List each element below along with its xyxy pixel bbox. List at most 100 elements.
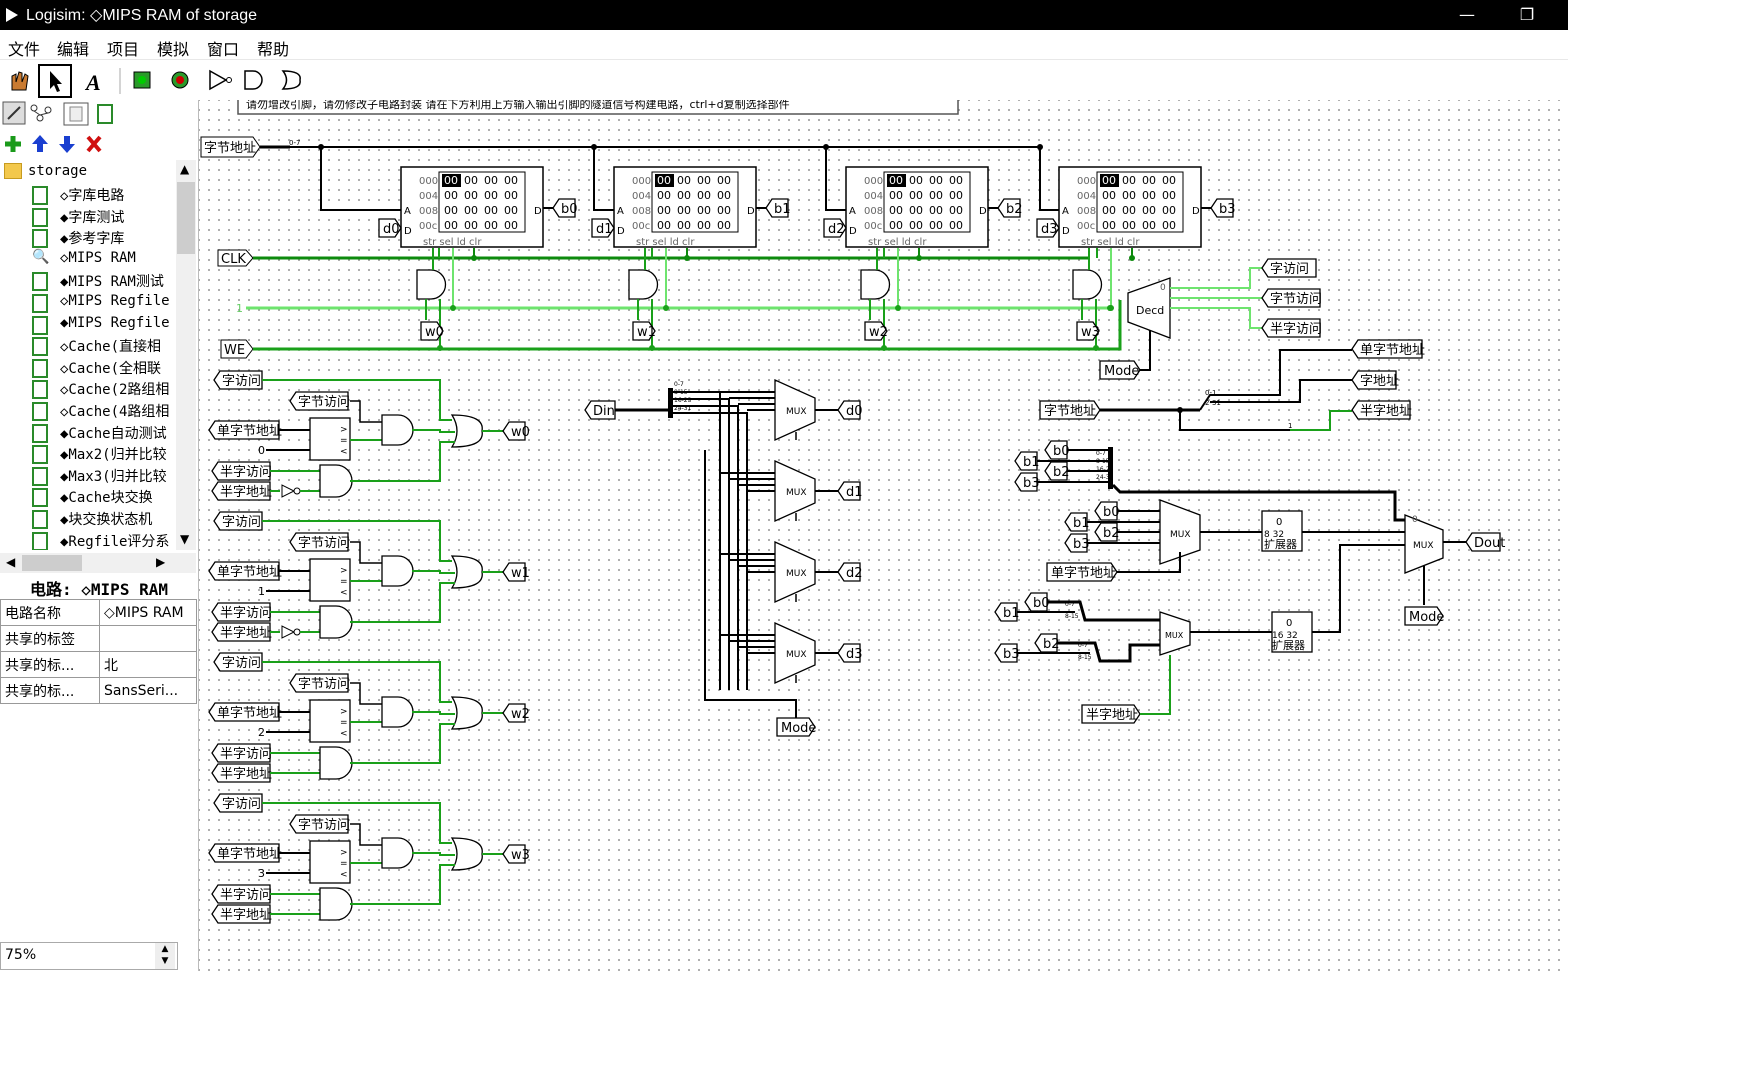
scroll-right-icon[interactable]: ▶ — [156, 555, 166, 569]
ram-port-dout: D — [979, 206, 987, 217]
property-value[interactable]: 北 — [99, 651, 197, 678]
scroll-up-icon[interactable]: ▲ — [180, 162, 190, 176]
tunnel-label: w2 — [869, 325, 888, 340]
simulation-tree-icon[interactable] — [30, 104, 52, 122]
property-value[interactable]: ◇MIPS RAM — [99, 599, 197, 626]
const-one: 1 — [236, 302, 243, 315]
ram-cell: 00 — [1102, 204, 1116, 217]
tunnel-label: 字访问 — [222, 656, 261, 671]
scroll-left-icon[interactable]: ◀ — [6, 555, 16, 569]
label: < — [340, 447, 348, 457]
ram-cell: 00 — [949, 189, 963, 202]
minimize-button[interactable]: — — [1459, 5, 1475, 24]
zoom-stepper-icon[interactable]: ▲▼ — [155, 943, 175, 969]
tree-scroll-thumb[interactable] — [177, 182, 195, 254]
ram-cell: 00 — [444, 174, 458, 187]
tunnel-label: 半字地址 — [220, 626, 272, 641]
wire — [1140, 655, 1171, 715]
and-gate — [381, 414, 414, 446]
and-gate — [319, 887, 353, 921]
menu-edit[interactable]: 编辑 — [57, 40, 90, 59]
menu-project[interactable]: 项目 — [107, 40, 140, 59]
menu-file[interactable]: 文件 — [8, 40, 41, 59]
ram-addr-label: 004 — [419, 191, 438, 202]
tunnel-label: d1 — [596, 222, 613, 237]
wire — [1312, 544, 1405, 633]
ram-ports-label: str sel ld clr — [423, 237, 482, 248]
output-pin-icon[interactable] — [171, 71, 189, 89]
scroll-down-icon[interactable]: ▼ — [180, 532, 190, 546]
text-tool-icon[interactable]: A — [84, 70, 101, 95]
property-value[interactable]: SansSeri... — [99, 677, 197, 704]
layout-edit-icon[interactable] — [63, 102, 89, 126]
delete-circuit-icon[interactable] — [86, 135, 102, 153]
mux — [1404, 514, 1444, 574]
menu-simulate[interactable]: 模拟 — [157, 40, 190, 59]
tree-vertical-scrollbar[interactable]: ▲ ▼ — [176, 160, 196, 550]
wire — [262, 520, 452, 562]
label: 0-1 — [1205, 389, 1216, 397]
move-up-icon[interactable] — [32, 135, 48, 152]
tree-horizontal-scrollbar[interactable]: ◀ ▶ — [0, 553, 196, 573]
ram-cell: 00 — [657, 189, 671, 202]
not-gate-icon[interactable] — [209, 69, 232, 91]
ram-addr-label: 008 — [419, 206, 438, 217]
property-row[interactable]: 共享的标...SansSeri... — [0, 677, 197, 704]
tunnel — [502, 844, 526, 864]
ram-cell: 00 — [657, 204, 671, 217]
junction — [450, 305, 456, 311]
or-gate — [450, 414, 483, 448]
wire — [1047, 600, 1160, 622]
label: 8-15 — [1065, 613, 1079, 620]
ram-cell: 00 — [717, 174, 731, 187]
ram-cell: 00 — [889, 189, 903, 202]
circuit-canvas[interactable]: 请勿增改引脚，请勿修改子电路封装 请在下方利用上方输入输出引脚的隧道信号构建电路… — [199, 100, 1568, 971]
select-tool-icon[interactable] — [38, 64, 72, 98]
property-value[interactable] — [99, 625, 197, 652]
menu-window[interactable]: 窗口 — [207, 40, 240, 59]
toolbox-view-icon[interactable] — [2, 101, 26, 125]
appearance-edit-icon[interactable] — [97, 104, 113, 124]
add-circuit-icon[interactable] — [5, 136, 21, 152]
label: = — [340, 718, 348, 728]
tree-item-label: ◆MIPS RAM测试 — [60, 274, 164, 291]
label: = — [340, 577, 348, 587]
tunnel — [1404, 606, 1444, 626]
restore-button[interactable]: ❐ — [1519, 5, 1535, 24]
or-gate-icon[interactable] — [281, 70, 301, 90]
ram-port-dout: D — [534, 206, 542, 217]
and-gate-icon[interactable] — [244, 70, 263, 90]
move-down-icon[interactable] — [59, 136, 75, 153]
ram-cursor — [887, 174, 906, 187]
ram-cell: 00 — [929, 174, 943, 187]
property-row[interactable]: 共享的标签 — [0, 625, 197, 652]
tunnel-label: 半字访问 — [220, 465, 272, 480]
label: 0 — [1412, 515, 1418, 525]
ram-addr-label: 008 — [864, 206, 883, 217]
wire — [673, 391, 721, 690]
junction — [916, 255, 922, 261]
circuit-icon — [32, 337, 48, 357]
tunnel — [1036, 218, 1060, 238]
tunnel-label: b2 — [1043, 637, 1060, 652]
ram-cell: 00 — [444, 219, 458, 232]
we-tunnel — [220, 339, 254, 359]
label: < — [340, 588, 348, 598]
zoom-select[interactable]: 75% ▲▼ — [0, 942, 178, 970]
tunnel-label: 字节访问 — [298, 677, 350, 692]
wire — [1057, 641, 1160, 663]
tunnel — [1261, 318, 1321, 338]
ram-cell: 00 — [1162, 189, 1176, 202]
input-pin-icon[interactable] — [133, 71, 151, 89]
tunnel — [1076, 321, 1100, 341]
property-row[interactable]: 共享的标...北 — [0, 651, 197, 678]
zoom-value: 75% — [5, 947, 37, 963]
tree-hscroll-thumb[interactable] — [22, 555, 82, 571]
menu-help[interactable]: 帮助 — [257, 40, 290, 59]
property-row[interactable]: 电路名称◇MIPS RAM — [0, 599, 197, 626]
tunnel-label: w3 — [511, 848, 530, 863]
we-label: WE — [224, 343, 245, 358]
poke-tool-icon[interactable] — [11, 71, 29, 91]
comparator — [309, 840, 351, 884]
wire — [1111, 483, 1405, 522]
